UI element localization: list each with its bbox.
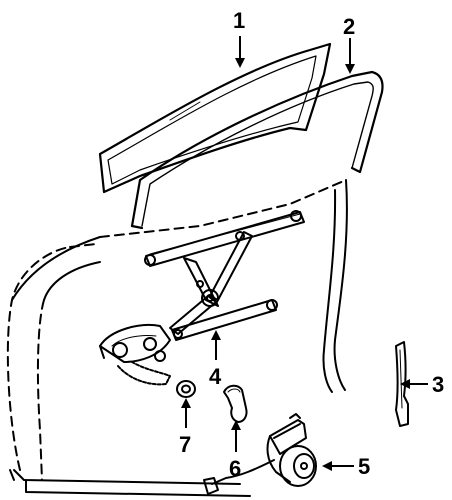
leader-arrows [181, 36, 428, 471]
window-motor [203, 413, 317, 495]
callout-5: 5 [358, 454, 370, 479]
door-glass [98, 42, 332, 194]
callout-3: 3 [432, 372, 444, 397]
callout-labels: 1 2 3 4 5 6 7 [179, 8, 444, 481]
door-edges [9, 179, 348, 497]
window-regulator [99, 210, 305, 386]
callout-1: 1 [233, 8, 245, 33]
rear-run-channel [395, 341, 409, 427]
callout-2: 2 [343, 14, 355, 39]
window-crank-handle [223, 384, 248, 423]
run-channel [130, 70, 384, 230]
callout-6: 6 [229, 456, 241, 481]
bushing [176, 380, 196, 398]
callout-7: 7 [179, 432, 191, 457]
callout-4: 4 [209, 364, 222, 389]
